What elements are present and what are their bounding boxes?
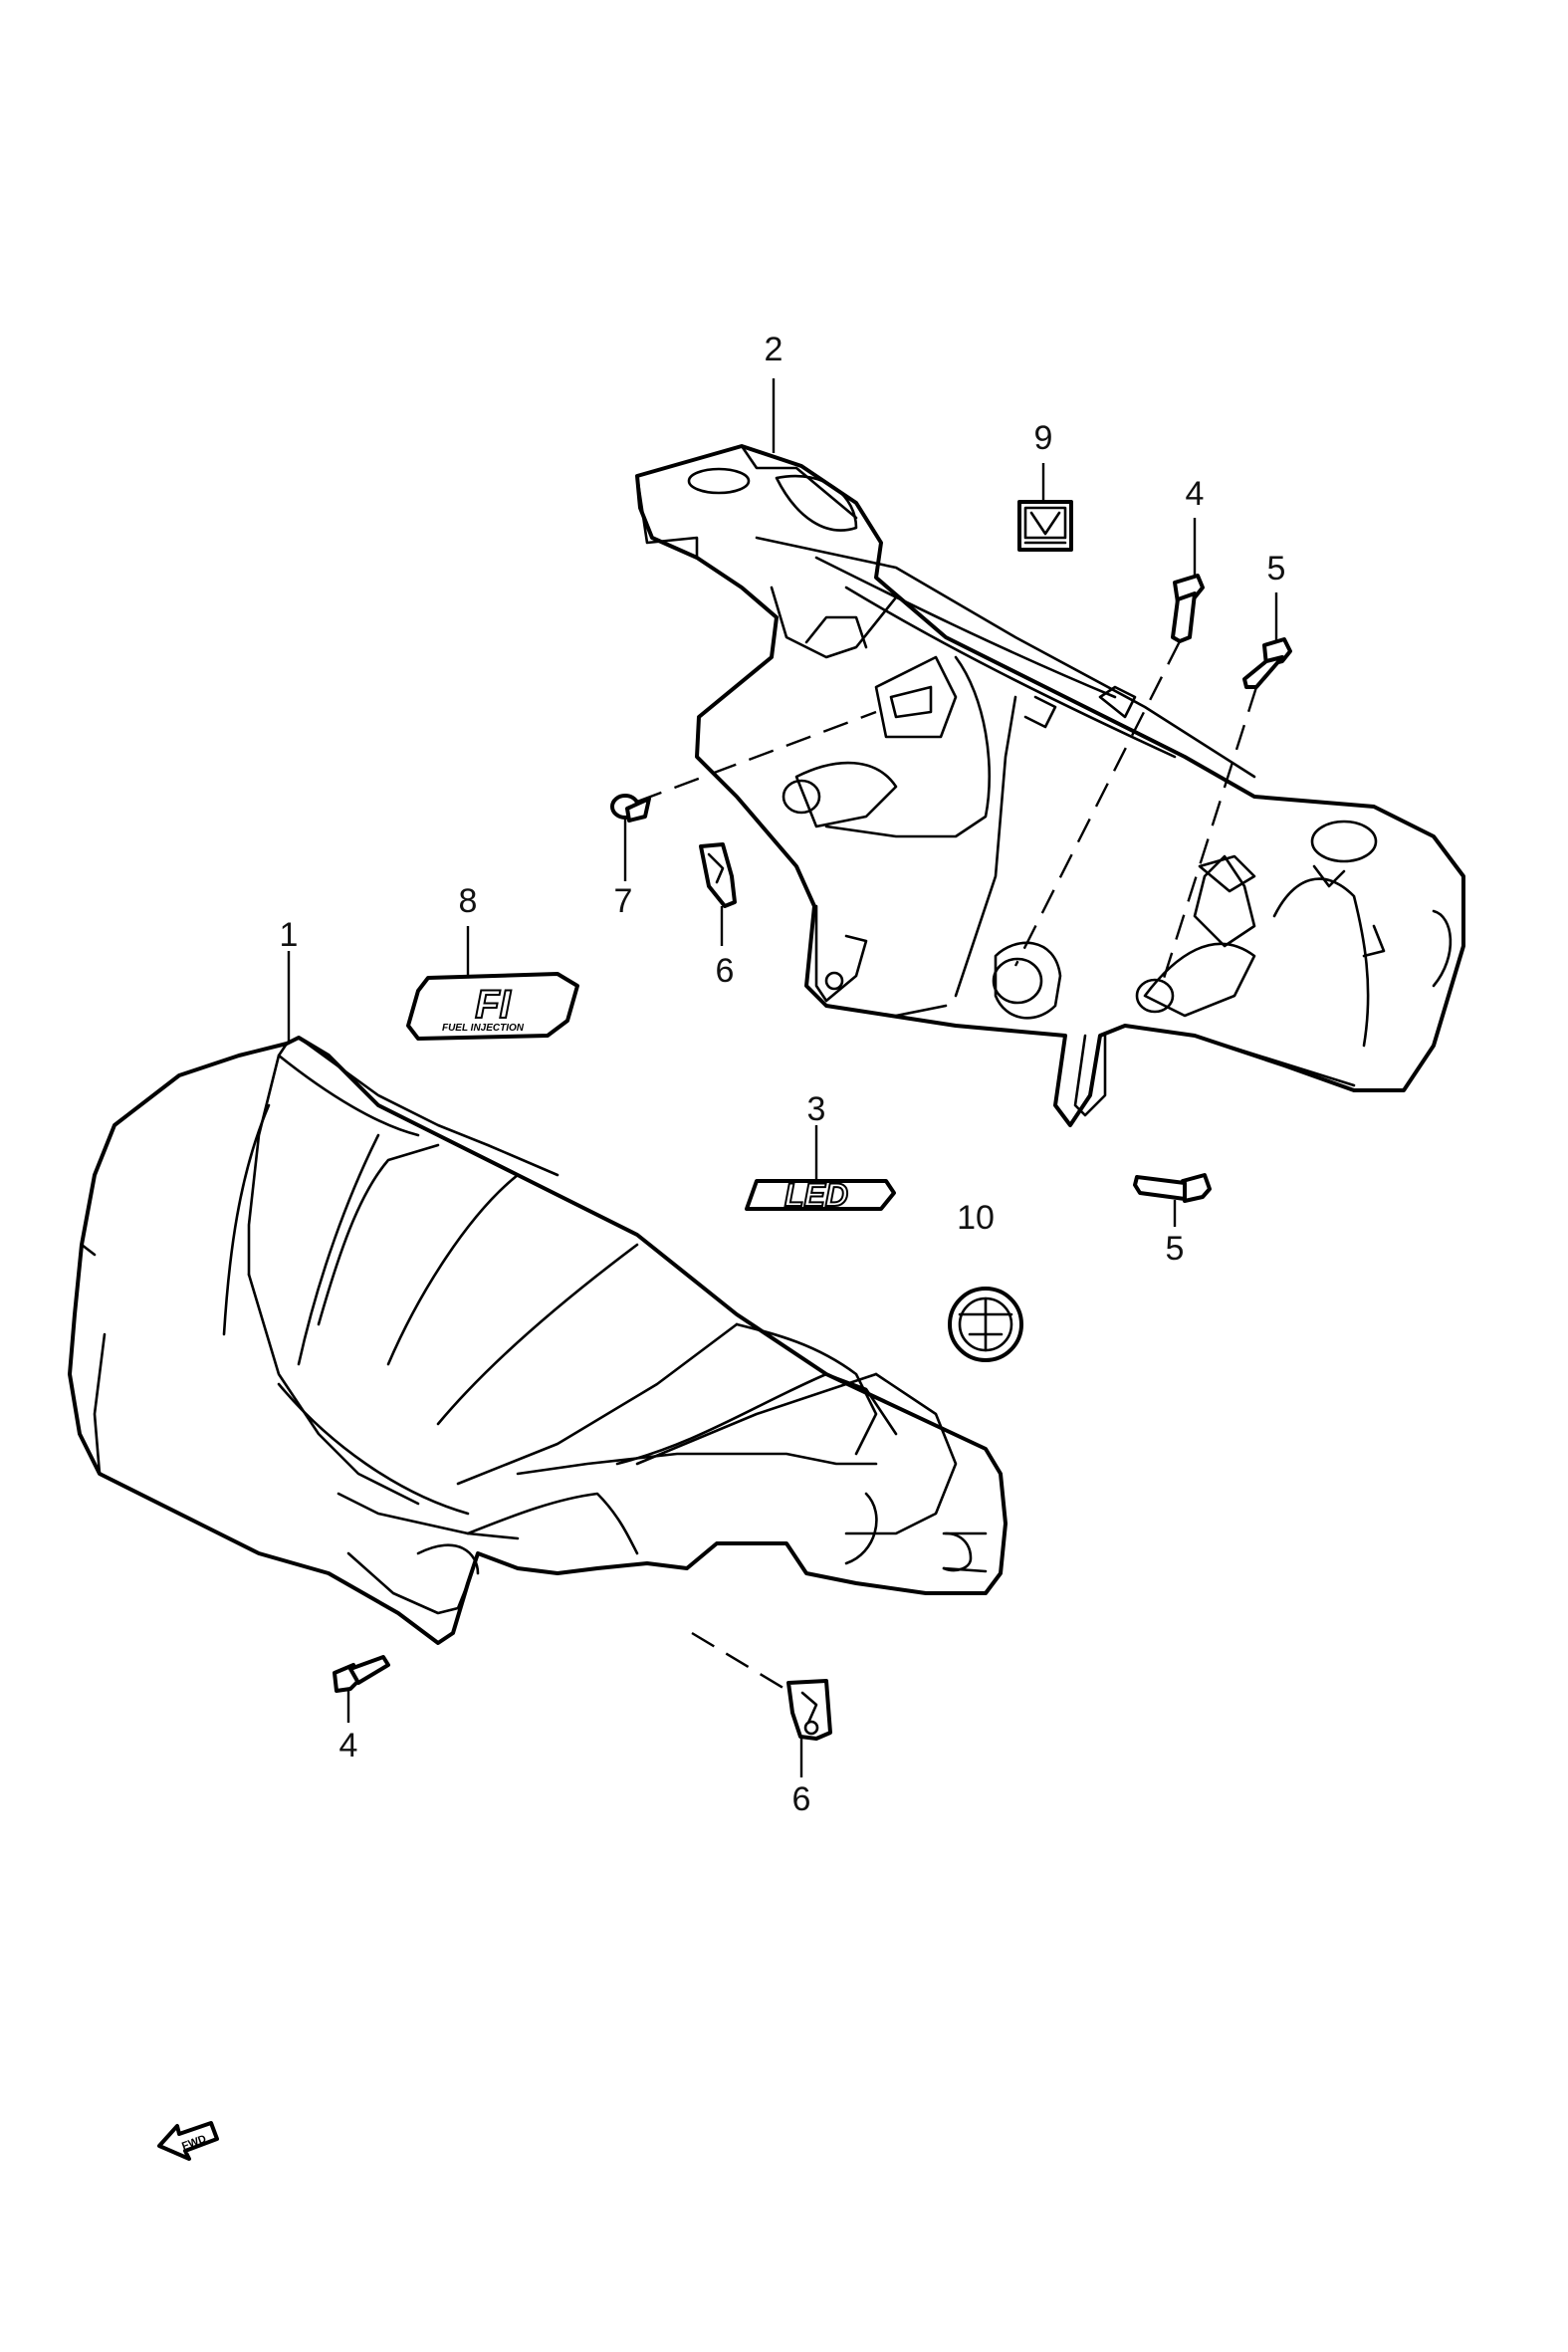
screw-5-upper bbox=[1242, 637, 1292, 689]
callout-labels: 2 9 4 5 7 6 8 1 3 10 5 4 6 bbox=[280, 331, 1286, 1818]
fi-emblem-subtext: FUEL INJECTION bbox=[442, 1023, 525, 1034]
led-badge-text: LED bbox=[784, 1177, 848, 1213]
callout-7: 7 bbox=[614, 882, 633, 920]
callout-3: 3 bbox=[807, 1090, 826, 1128]
callout-6-upper: 6 bbox=[716, 952, 735, 990]
fi-emblem-8: FI FUEL INJECTION bbox=[406, 972, 579, 1041]
callout-6-lower: 6 bbox=[792, 1780, 811, 1818]
led-badge-3: LED bbox=[745, 1176, 896, 1214]
callout-9: 9 bbox=[1034, 419, 1053, 457]
screw-5-lower bbox=[1133, 1173, 1212, 1203]
screw-7 bbox=[610, 794, 651, 823]
clip-6-upper bbox=[699, 842, 737, 908]
emblem-10-medallion bbox=[948, 1287, 1023, 1362]
rear-handlebar-cover bbox=[635, 444, 1465, 1127]
fwd-direction-arrow: FWD bbox=[157, 2121, 219, 2161]
callout-4-lower: 4 bbox=[339, 1727, 358, 1764]
leader-lines bbox=[287, 378, 1278, 1777]
clip-6-lower bbox=[786, 1679, 832, 1741]
emblem-9-badge bbox=[1017, 500, 1073, 552]
callout-8: 8 bbox=[459, 882, 478, 920]
callout-4-upper: 4 bbox=[1186, 475, 1205, 513]
screw-4-lower bbox=[333, 1655, 390, 1693]
callout-1: 1 bbox=[280, 916, 299, 954]
callout-5-upper: 5 bbox=[1267, 550, 1286, 588]
screw-4-upper bbox=[1171, 574, 1205, 643]
assembly-lines bbox=[636, 640, 1258, 1695]
fi-emblem-text: FI bbox=[475, 983, 511, 1027]
front-handlebar-cover bbox=[68, 1036, 1008, 1645]
callout-5-lower: 5 bbox=[1166, 1230, 1185, 1268]
callout-2: 2 bbox=[765, 331, 784, 368]
callout-10: 10 bbox=[957, 1199, 995, 1237]
